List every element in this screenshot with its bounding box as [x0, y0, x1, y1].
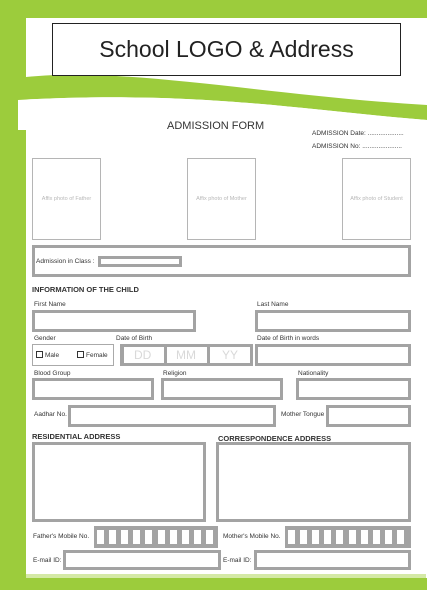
father-mobile-label: Father's Mobile No.: [33, 533, 90, 540]
logo-box: School LOGO & Address: [52, 23, 401, 76]
gender-box: [32, 344, 114, 366]
last-name-input[interactable]: [255, 310, 411, 332]
residential-heading: RESIDENTIAL ADDRESS: [32, 432, 121, 441]
blood-group-label: Blood Group: [34, 370, 71, 377]
last-name-label: Last Name: [257, 301, 289, 308]
mobile-digit-cell[interactable]: [384, 530, 392, 544]
mm-cell[interactable]: [167, 347, 207, 363]
mobile-digit-cell[interactable]: [348, 530, 356, 544]
mobile-digit-cell[interactable]: [109, 530, 117, 544]
header-wave: [18, 74, 427, 130]
mother-tongue-label: Mother Tongue: [281, 411, 325, 418]
mobile-digit-cell[interactable]: [157, 530, 165, 544]
dd-placeholder: DD: [134, 348, 152, 362]
admission-class-panel: [32, 245, 411, 277]
father-mobile-input[interactable]: [94, 526, 218, 548]
mother-tongue-input[interactable]: [326, 405, 411, 427]
mobile-digit-cell[interactable]: [181, 530, 189, 544]
nationality-label: Nationality: [298, 370, 329, 377]
bottom-stripe: [26, 574, 426, 578]
mobile-digit-cell[interactable]: [300, 530, 308, 544]
mobile-digit-cell[interactable]: [121, 530, 129, 544]
mobile-digit-cell[interactable]: [169, 530, 177, 544]
mobile-digit-cell[interactable]: [97, 530, 104, 544]
first-name-label: First Name: [34, 301, 66, 308]
mobile-digit-cell[interactable]: [312, 530, 320, 544]
logo-text: School LOGO & Address: [99, 36, 354, 62]
first-name-input[interactable]: [32, 310, 196, 332]
mother-email-label: E-mail ID:: [223, 557, 252, 564]
mobile-digit-cell[interactable]: [336, 530, 344, 544]
nationality-input[interactable]: [296, 378, 411, 400]
mother-photo-label: Affix photo of Mother: [196, 196, 247, 202]
mother-photo-box[interactable]: Affix photo of Mother: [187, 158, 256, 240]
aadhar-input[interactable]: [68, 405, 276, 427]
student-photo-label: Affix photo of Student: [350, 196, 403, 202]
mobile-digit-cell[interactable]: [145, 530, 153, 544]
mobile-digit-cell[interactable]: [288, 530, 295, 544]
dob-words-label: Date of Birth in words: [257, 335, 320, 342]
aadhar-label: Aadhar No.: [34, 411, 67, 418]
mother-mobile-input[interactable]: [285, 526, 411, 548]
blood-group-input[interactable]: [32, 378, 154, 400]
religion-input[interactable]: [161, 378, 283, 400]
yy-cell[interactable]: [210, 347, 250, 363]
form-title: ADMISSION FORM: [167, 120, 265, 132]
father-photo-box[interactable]: Affix photo of Father: [32, 158, 101, 240]
child-info-heading: INFORMATION OF THE CHILD: [32, 285, 139, 294]
top-border: [0, 0, 427, 18]
male-checkbox[interactable]: [36, 351, 43, 358]
mobile-digit-cell[interactable]: [193, 530, 201, 544]
mobile-digit-cell[interactable]: [324, 530, 332, 544]
dd-cell[interactable]: [124, 347, 164, 363]
father-email-label: E-mail ID:: [33, 557, 62, 564]
correspondence-heading: CORRESPONDENCE ADDRESS: [218, 434, 332, 443]
student-photo-box[interactable]: Affix photo of Student: [342, 158, 411, 240]
mobile-digit-cell[interactable]: [205, 530, 213, 544]
female-label: Female: [86, 352, 108, 359]
admission-no[interactable]: ADMISSION No: ......................: [312, 143, 402, 150]
mother-email-input[interactable]: [254, 550, 411, 570]
mother-mobile-label: Mother's Mobile No.: [223, 533, 281, 540]
dob-label: Date of Birth: [116, 335, 153, 342]
father-email-input[interactable]: [63, 550, 221, 570]
residential-address-input[interactable]: [32, 442, 206, 522]
female-checkbox[interactable]: [77, 351, 84, 358]
religion-label: Religion: [163, 370, 187, 377]
father-photo-label: Affix photo of Father: [41, 196, 92, 202]
yy-placeholder: YY: [222, 348, 239, 362]
male-label: Male: [45, 352, 60, 359]
admission-class-input[interactable]: [98, 256, 182, 267]
mobile-digit-cell[interactable]: [133, 530, 141, 544]
bottom-border: [0, 578, 427, 590]
dob-words-input[interactable]: [255, 344, 411, 366]
admission-date[interactable]: ADMISSION Date: ....................: [312, 130, 404, 137]
correspondence-address-input[interactable]: [216, 442, 411, 522]
gender-label: Gender: [34, 335, 56, 342]
mm-placeholder: MM: [176, 348, 196, 362]
mobile-digit-cell[interactable]: [372, 530, 380, 544]
mobile-digit-cell[interactable]: [396, 530, 404, 544]
admission-class-label: Admission in Class :: [36, 258, 95, 265]
mobile-digit-cell[interactable]: [360, 530, 368, 544]
